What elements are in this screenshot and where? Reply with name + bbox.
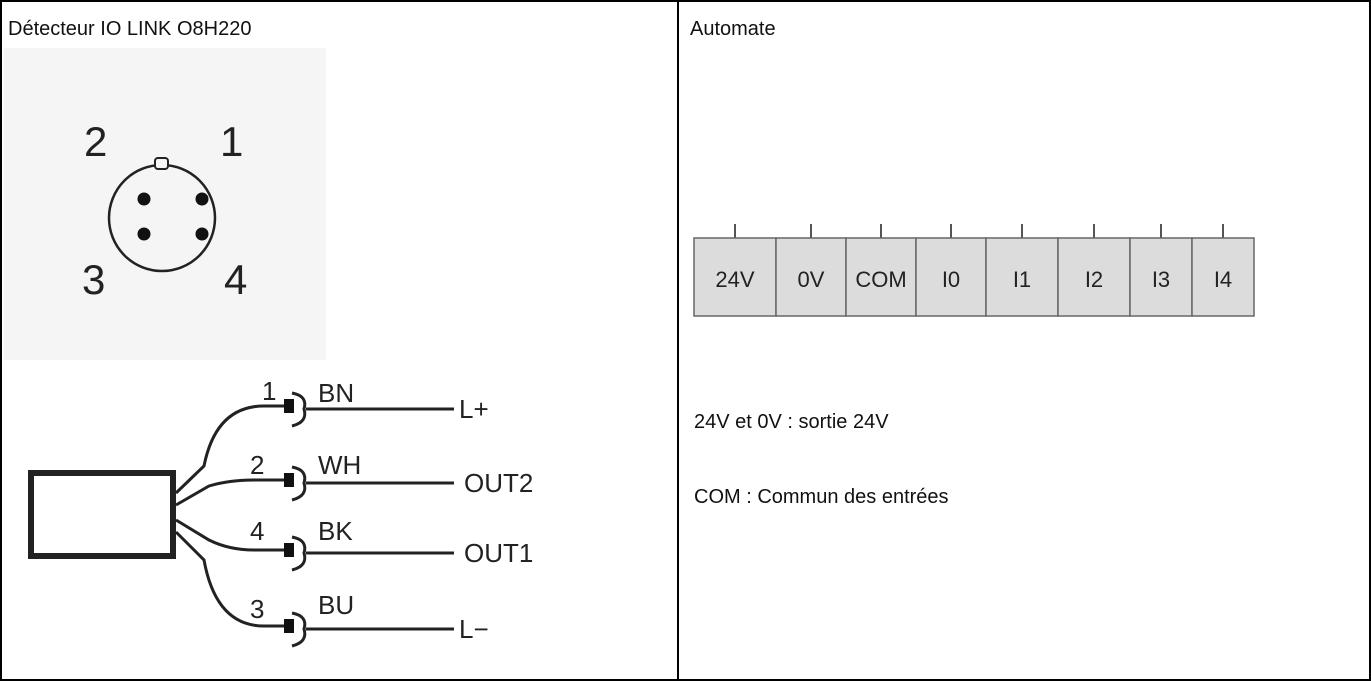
- wire-2-color: WH: [318, 450, 361, 480]
- wire-1-signal: L+: [459, 394, 489, 424]
- terminal-label: I2: [1085, 267, 1103, 292]
- column-divider: [677, 0, 679, 681]
- wire-2-signal: OUT2: [464, 468, 533, 498]
- pin-label-4: 4: [224, 256, 247, 303]
- pin-label-3: 3: [82, 256, 105, 303]
- terminal-cell: [1057, 237, 1131, 317]
- pin-1-dot: [195, 192, 209, 206]
- pin-label-2: 2: [84, 118, 107, 165]
- connector-pinout-diagram: 2 1 3 4: [4, 48, 326, 360]
- plc-title: Automate: [690, 18, 776, 40]
- terminal-cell: [915, 237, 987, 317]
- wiring-diagram: 1 BN L+ 2 WH OUT2 4 BK OUT1 3 BU L−: [28, 376, 533, 648]
- wire-3: 3 BU L−: [174, 530, 489, 648]
- terminal-label: I1: [1013, 267, 1031, 292]
- terminal-i0: I0: [915, 224, 987, 317]
- wire-4-pin: 4: [250, 516, 264, 546]
- sensor-body: [28, 470, 176, 559]
- terminal-i1: I1: [985, 224, 1059, 317]
- wire-3-signal: L−: [459, 614, 489, 644]
- connector-background: [4, 48, 326, 360]
- wire-4-signal: OUT1: [464, 538, 533, 568]
- note-com: COM : Commun des entrées: [694, 486, 949, 508]
- terminal-label: I4: [1214, 267, 1232, 292]
- terminal-label: 24V: [715, 267, 754, 292]
- connector-key-notch: [154, 157, 169, 170]
- wire-1-color: BN: [318, 378, 354, 408]
- wire-1: 1 BN L+: [174, 376, 489, 495]
- terminal-label: 0V: [798, 267, 825, 292]
- sensor-title: Détecteur IO LINK O8H220: [8, 18, 252, 40]
- wire-1-pin: 1: [262, 376, 276, 406]
- terminal-com: COM: [845, 224, 917, 317]
- wire-2-pin: 2: [250, 450, 264, 480]
- pin-label-1: 1: [220, 118, 243, 165]
- terminal-label: COM: [855, 267, 906, 292]
- terminal-cell: [985, 237, 1059, 317]
- wire-4: 4 BK OUT1: [175, 516, 533, 572]
- terminal-i4: I4: [1191, 224, 1255, 317]
- terminal-i2: I2: [1057, 224, 1131, 317]
- wire-2: 2 WH OUT2: [175, 450, 533, 507]
- plc-terminal-block: 24V 0V COM I0 I1 I2 I3 I4: [693, 224, 1255, 317]
- terminal-24v: 24V: [693, 224, 777, 317]
- terminal-label: I3: [1152, 267, 1170, 292]
- wire-3-pin: 3: [250, 594, 264, 624]
- terminal-label: I0: [942, 267, 960, 292]
- terminal-0v: 0V: [775, 224, 847, 317]
- pin-3-dot: [137, 227, 151, 241]
- terminal-cell: [693, 237, 777, 317]
- terminal-i3: I3: [1129, 224, 1193, 317]
- pin-2-dot: [137, 192, 151, 206]
- pin-4-dot: [195, 227, 209, 241]
- wire-3-color: BU: [318, 590, 354, 620]
- wire-4-color: BK: [318, 516, 353, 546]
- note-24v-0v: 24V et 0V : sortie 24V: [694, 411, 889, 433]
- terminal-cell: [845, 237, 917, 317]
- terminal-cell: [1191, 237, 1255, 317]
- terminal-cell: [1129, 237, 1193, 317]
- terminal-cell: [775, 237, 847, 317]
